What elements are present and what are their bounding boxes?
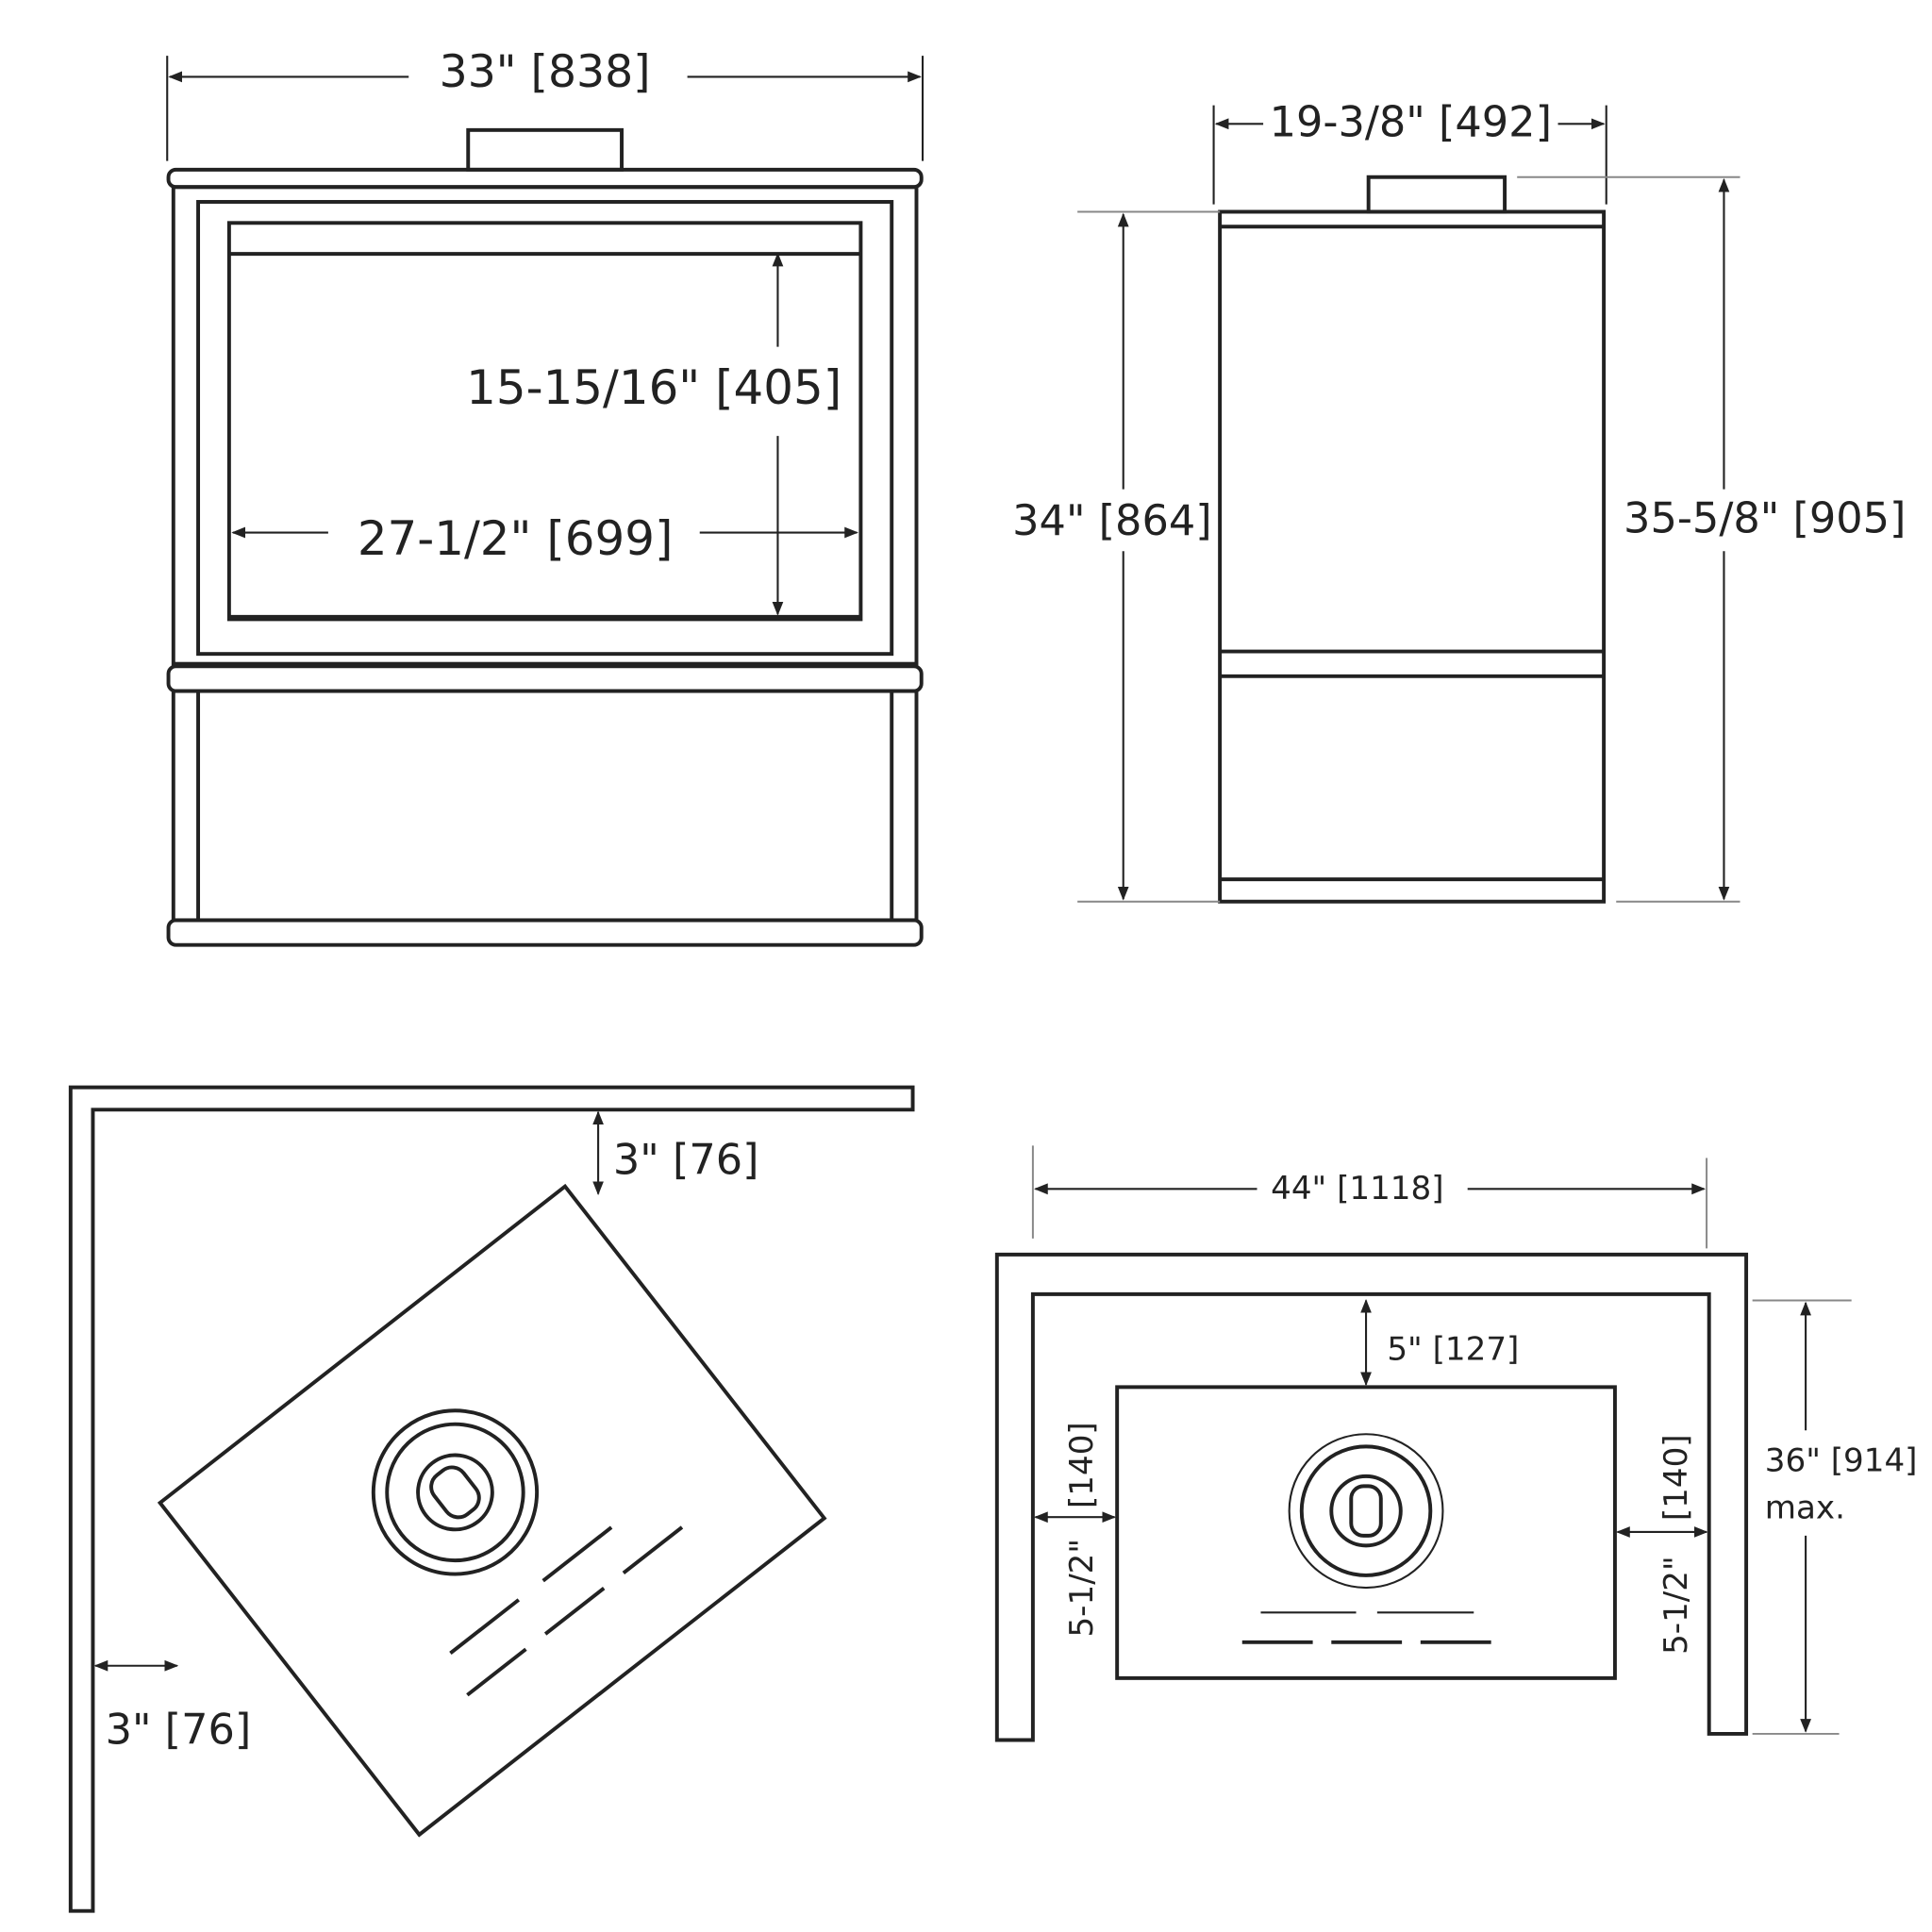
body-height-label: 34" [864] bbox=[1012, 496, 1212, 545]
alcove-depth-label: 36" [914] bbox=[1765, 1442, 1918, 1480]
right-clearance-in: 5-1/2" bbox=[1657, 1556, 1695, 1655]
left-clearance-in: 5-1/2" bbox=[1063, 1539, 1101, 1638]
back-clearance-label: 3" [76] bbox=[613, 1136, 759, 1185]
side-view: 19-3/8" [492] 34" [864] 35-5/8" [905] bbox=[1012, 97, 1906, 904]
overall-height-label: 35-5/8" [905] bbox=[1624, 494, 1906, 543]
front-view: 33" [838] 15-15/16" [405] 27-1/2" [699] bbox=[166, 46, 924, 947]
left-clearance-mm: [140] bbox=[1063, 1422, 1101, 1508]
alcove-plan-view: 44" [1118] 5" [127] [140] 5-1/2" [140] 5… bbox=[994, 1145, 1918, 1742]
corner-plan-view: 3" [76] 3" [76] bbox=[68, 1085, 915, 1913]
right-clearance-mm: [140] bbox=[1657, 1434, 1695, 1521]
depth-label: 19-3/8" [492] bbox=[1270, 97, 1552, 146]
overall-width-label: 33" [838] bbox=[440, 46, 651, 98]
rear-clearance-label: 5" [127] bbox=[1387, 1330, 1519, 1368]
alcove-width-label: 44" [1118] bbox=[1271, 1170, 1443, 1208]
side-clearance-label: 3" [76] bbox=[106, 1705, 252, 1754]
opening-height-label: 15-15/16" [405] bbox=[466, 360, 841, 415]
alcove-depth-note: max. bbox=[1765, 1490, 1845, 1527]
opening-width-label: 27-1/2" [699] bbox=[358, 511, 674, 566]
